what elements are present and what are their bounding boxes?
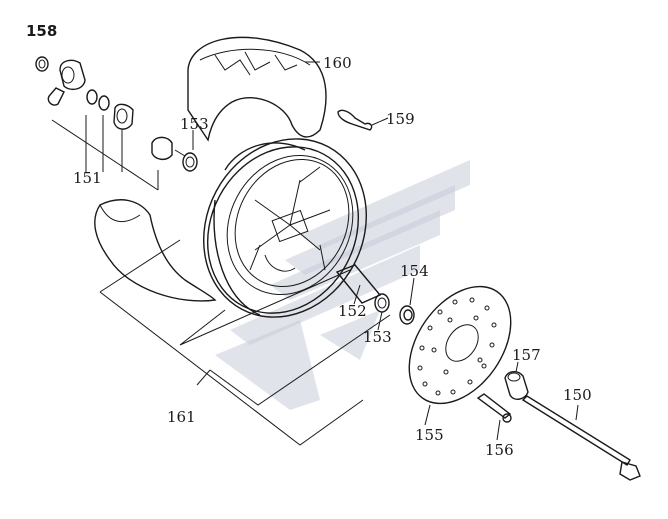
label-150: 150 — [563, 386, 592, 404]
label-152: 152 — [338, 302, 367, 320]
label-161: 161 — [167, 408, 196, 426]
label-154: 154 — [400, 262, 429, 280]
axle-parts — [476, 371, 641, 481]
tire-part-160 — [94, 36, 327, 302]
brake-disc-part-155 — [408, 285, 512, 405]
label-158: 158 — [26, 22, 57, 40]
left-hub-parts — [35, 56, 198, 191]
label-160: 160 — [323, 54, 352, 72]
leader-lines — [85, 61, 579, 446]
label-159: 159 — [386, 110, 415, 128]
valve-part-159 — [337, 109, 373, 131]
label-151: 151 — [73, 169, 102, 187]
label-156: 156 — [485, 441, 514, 459]
label-153-bottom: 153 — [363, 328, 392, 346]
label-155: 155 — [415, 426, 444, 444]
watermark-logo — [215, 160, 470, 410]
label-157: 157 — [512, 346, 541, 364]
label-153-top: 153 — [180, 115, 209, 133]
right-hub-parts — [335, 264, 415, 325]
wheel-rim — [203, 138, 367, 318]
